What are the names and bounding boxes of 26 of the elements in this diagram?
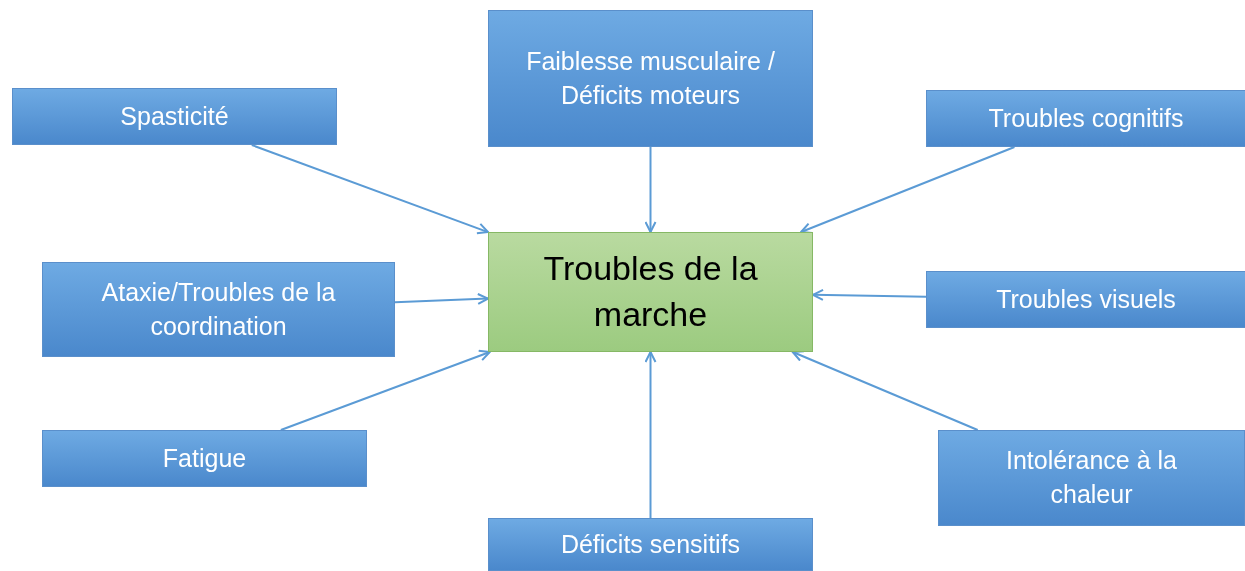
arrow bbox=[644, 351, 657, 519]
factor-box bbox=[488, 518, 813, 571]
box-text: Troubles de la marche bbox=[542, 248, 759, 335]
arrow bbox=[394, 293, 489, 305]
box-text: Troubles visuels bbox=[996, 283, 1176, 315]
factor-box bbox=[926, 271, 1245, 328]
box-text: Déficits sensitifs bbox=[560, 528, 741, 560]
box-text: Ataxie/Troubles de la coordination bbox=[100, 276, 337, 342]
factor-box bbox=[488, 10, 813, 147]
central-box bbox=[488, 232, 813, 352]
box-text: Faiblesse musculaire / Déficits moteurs bbox=[525, 45, 776, 111]
box-text: Intolérance à la chaleur bbox=[1005, 445, 1178, 510]
factor-box bbox=[42, 430, 367, 487]
factor-box bbox=[42, 262, 395, 357]
arrow bbox=[800, 146, 1016, 234]
factor-box bbox=[12, 88, 337, 145]
arrow bbox=[791, 350, 979, 431]
arrow bbox=[250, 144, 489, 235]
arrow bbox=[644, 146, 657, 233]
box-text: Troubles cognitifs bbox=[988, 102, 1184, 134]
arrow bbox=[812, 288, 927, 301]
box-text: Spasticité bbox=[120, 100, 229, 132]
box-text: Fatigue bbox=[162, 442, 247, 474]
arrow bbox=[279, 349, 491, 431]
factor-box bbox=[926, 90, 1245, 147]
factor-box bbox=[938, 430, 1245, 526]
